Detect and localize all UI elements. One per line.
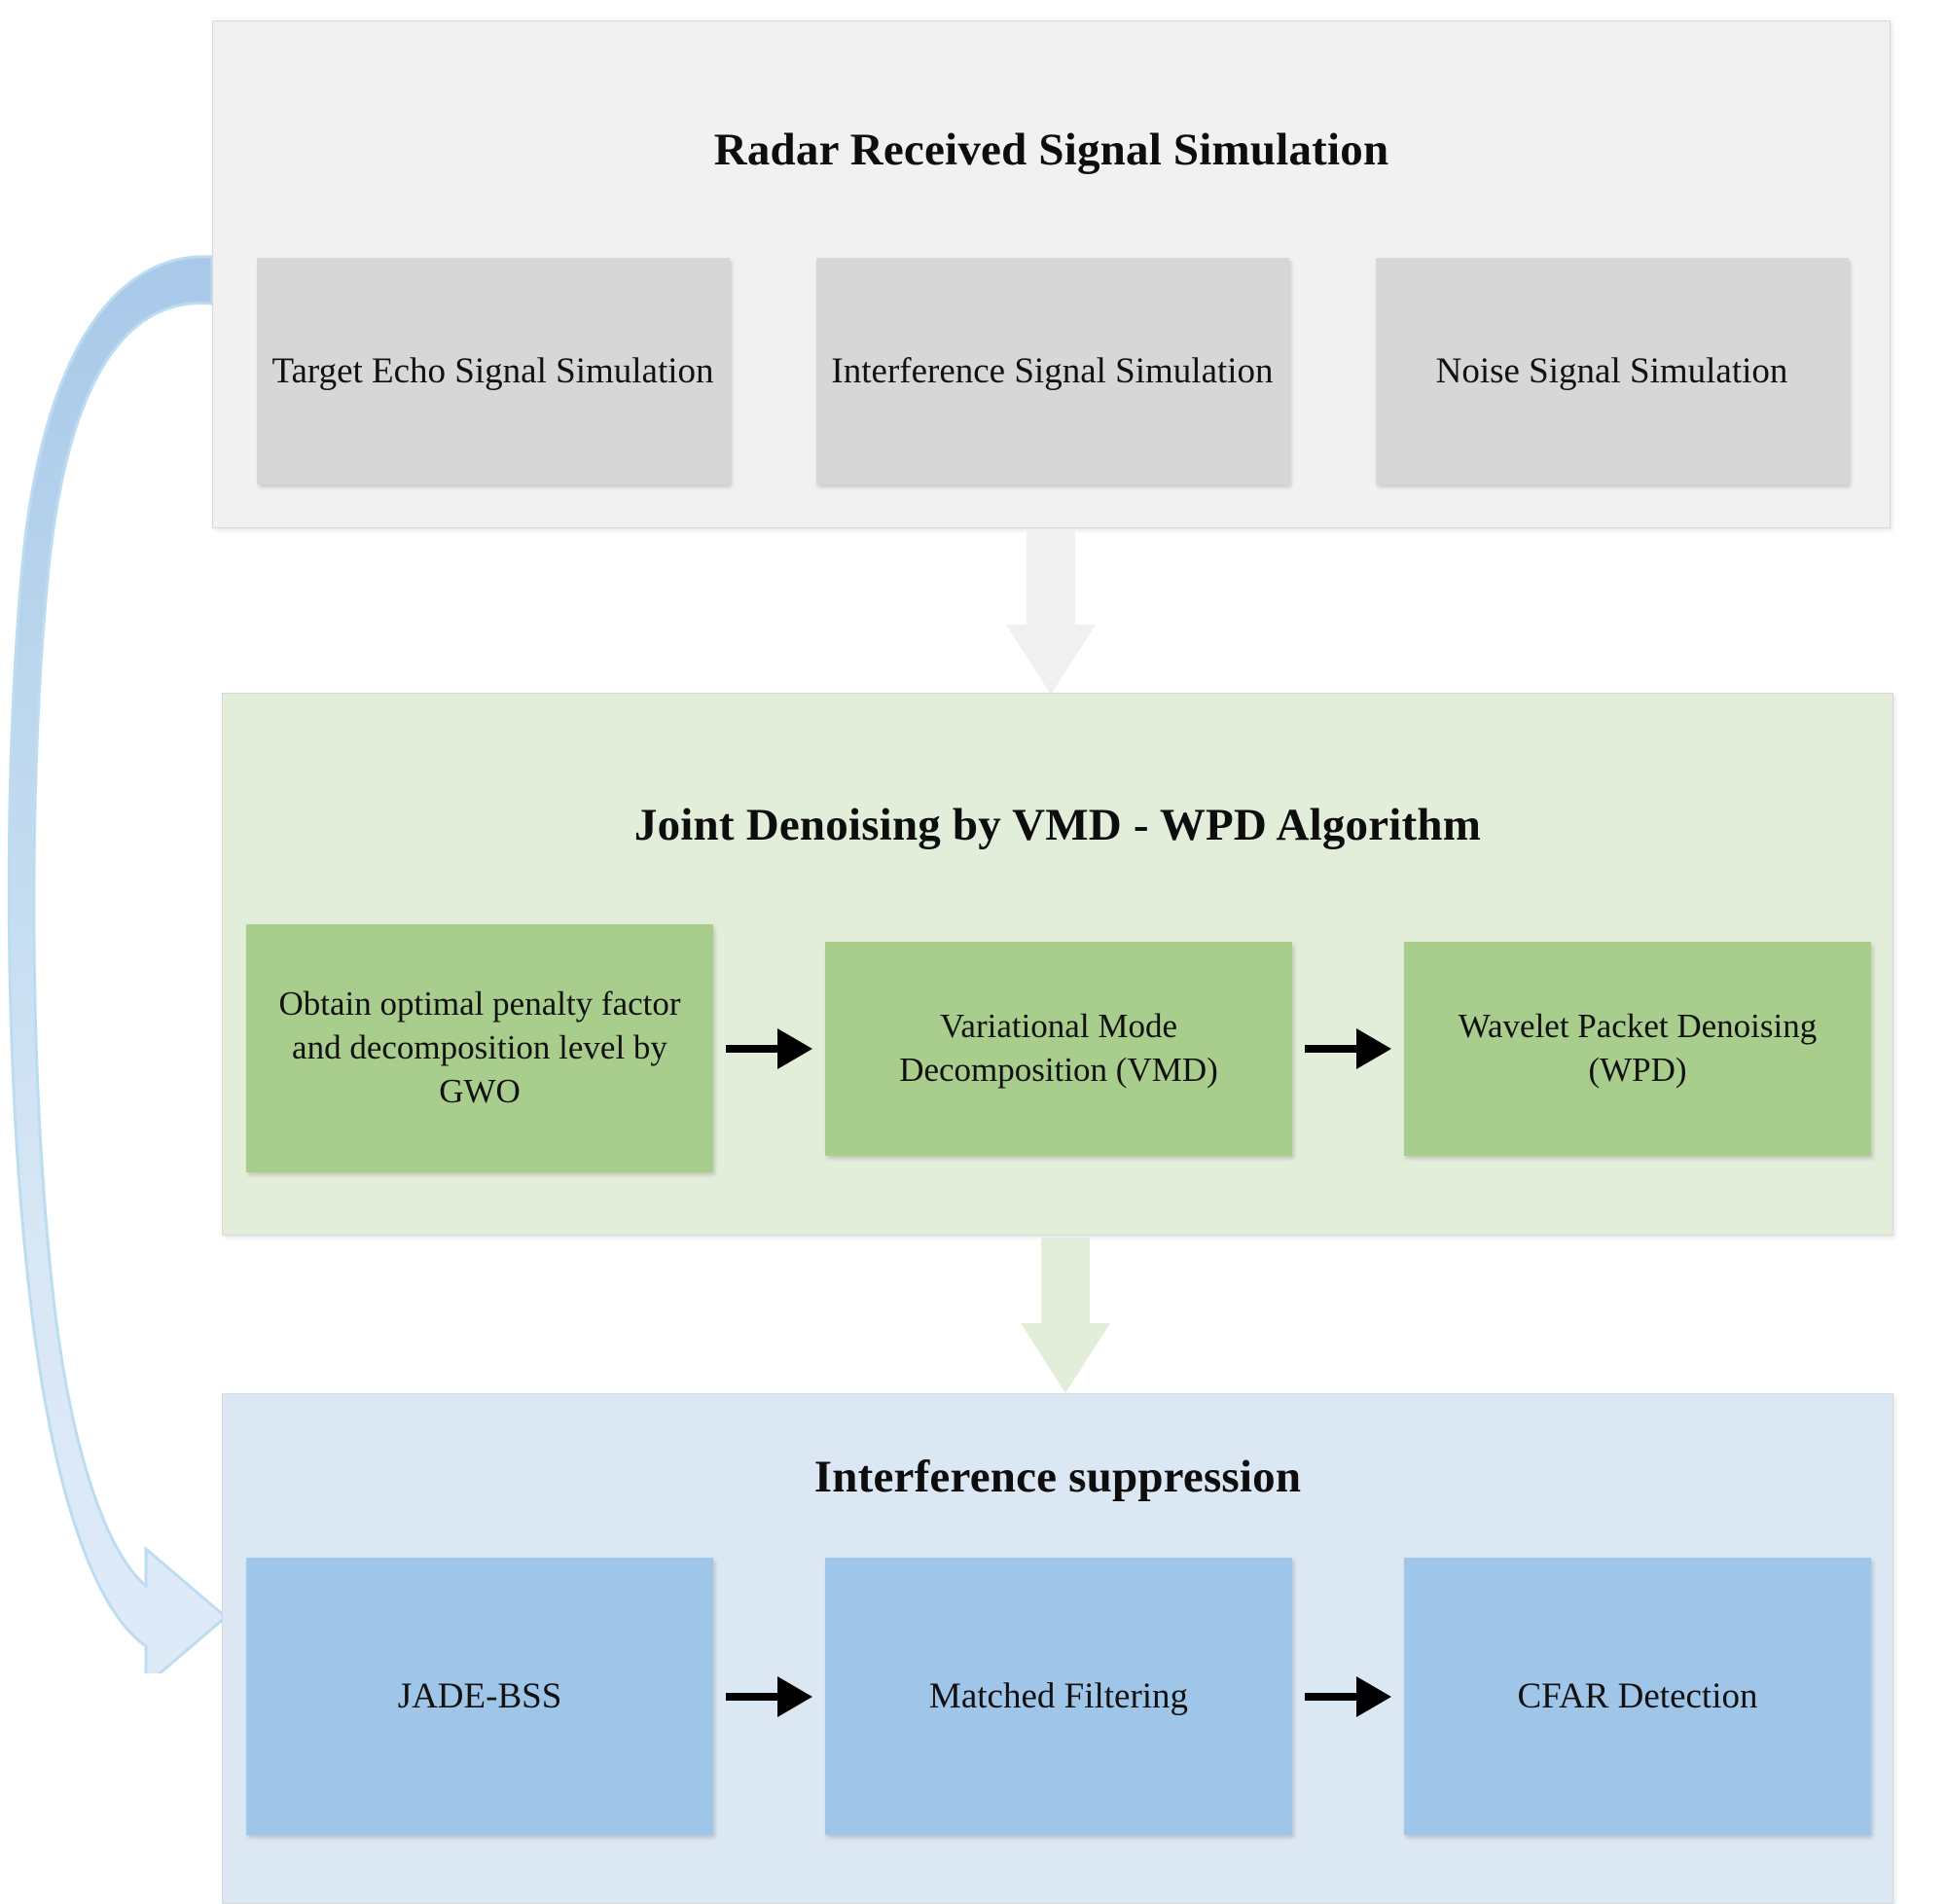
box-noise-signal-simulation[interactable]: Noise Signal Simulation — [1375, 258, 1849, 485]
arrow-head-icon — [777, 1027, 812, 1069]
box-cfar-detection[interactable]: CFAR Detection — [1404, 1558, 1871, 1835]
stage-row-denoising: Obtain optimal penalty factor and decomp… — [246, 924, 1871, 1172]
section-interference-suppression: Interference suppression JADE-BSS Matche… — [222, 1393, 1893, 1904]
box-wavelet-packet-denoising[interactable]: Wavelet Packet Denoising (WPD) — [1404, 941, 1871, 1156]
arrow-head-icon — [1356, 1675, 1391, 1717]
section-title-denoising: Joint Denoising by VMD - WPD Algorithm — [633, 800, 1482, 850]
box-obtain-optimal-penalty-factor-gwo[interactable]: Obtain optimal penalty factor and decomp… — [246, 924, 713, 1172]
section-joint-denoising: Joint Denoising by VMD - WPD Algorithm O… — [222, 693, 1893, 1236]
section-title-simulation: Radar Received Signal Simulation — [713, 125, 1389, 175]
section-radar-received-signal-simulation: Radar Received Signal Simulation Target … — [212, 20, 1891, 528]
arrow-head — [1006, 625, 1096, 695]
arrow-line — [726, 1692, 778, 1701]
arrow-shaft — [1041, 1238, 1090, 1323]
connector-arrow-gwo-to-vmd — [713, 1027, 825, 1069]
box-target-echo-signal-simulation[interactable]: Target Echo Signal Simulation — [256, 258, 730, 485]
box-matched-filtering[interactable]: Matched Filtering — [825, 1558, 1292, 1835]
section-title-suppression: Interference suppression — [813, 1452, 1302, 1502]
arrow-head-icon — [1356, 1027, 1391, 1069]
connector-arrow-matched-filtering-to-cfar — [1292, 1675, 1404, 1717]
arrow-line — [726, 1044, 778, 1053]
arrow-head — [1021, 1323, 1110, 1393]
box-interference-signal-simulation[interactable]: Interference Signal Simulation — [815, 258, 1289, 485]
stage-row-suppression: JADE-BSS Matched Filtering CFAR Detectio… — [246, 1558, 1871, 1835]
arrow-line — [1305, 1692, 1357, 1701]
arrow-shaft — [1027, 530, 1075, 625]
connector-arrow-jade-to-matched-filtering — [713, 1675, 825, 1717]
connector-arrow-vmd-to-wpd — [1292, 1027, 1404, 1069]
arrow-head-icon — [777, 1675, 812, 1717]
box-variational-mode-decomposition[interactable]: Variational Mode Decomposition (VMD) — [825, 941, 1292, 1156]
box-jade-bss[interactable]: JADE-BSS — [246, 1558, 713, 1835]
arrow-line — [1305, 1044, 1357, 1053]
stage-row-simulation: Target Echo Signal Simulation Interferen… — [213, 258, 1892, 485]
